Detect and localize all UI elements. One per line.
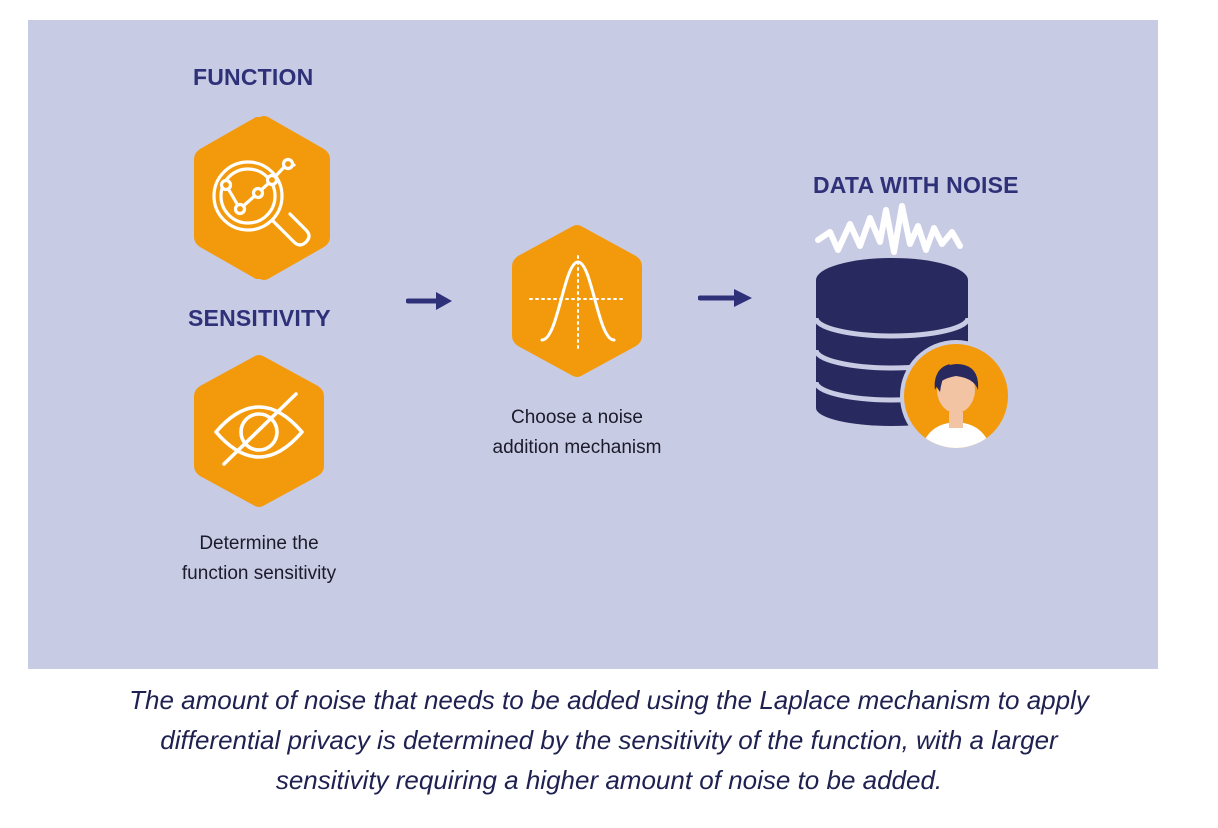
caption-line1: The amount of noise that needs to be add… <box>129 685 1089 715</box>
magnifier-chart-icon <box>212 157 311 247</box>
figure-caption: The amount of noise that needs to be add… <box>20 680 1198 800</box>
bell-curve-icon <box>529 255 627 349</box>
sensitivity-hexagon <box>194 355 324 507</box>
function-heading: FUNCTION <box>193 64 314 90</box>
sensitivity-label: Determine the function sensitivity <box>140 529 378 589</box>
sensitivity-label-line2: function sensitivity <box>181 563 337 584</box>
mechanism-label-line1: Choose a noise <box>510 407 644 428</box>
data-with-noise-illustration <box>813 203 1012 452</box>
eye-slash-icon <box>214 392 304 466</box>
sensitivity-label-line1: Determine the <box>199 533 319 554</box>
noise-wave-icon <box>815 203 963 255</box>
user-avatar-icon <box>900 340 1012 452</box>
mechanism-label: Choose a noise addition mechanism <box>448 403 706 463</box>
caption-line3: sensitivity requiring a higher amount of… <box>275 765 943 795</box>
arrow-right-icon <box>406 292 452 310</box>
function-hexagon <box>194 116 330 280</box>
output-heading: DATA WITH NOISE <box>813 172 1019 198</box>
arrow-right-icon <box>698 289 752 307</box>
sensitivity-heading: SENSITIVITY <box>188 305 331 331</box>
mechanism-label-line2: addition mechanism <box>492 437 662 458</box>
mechanism-hexagon <box>512 225 642 377</box>
caption-line2: differential privacy is determined by th… <box>160 725 1058 755</box>
